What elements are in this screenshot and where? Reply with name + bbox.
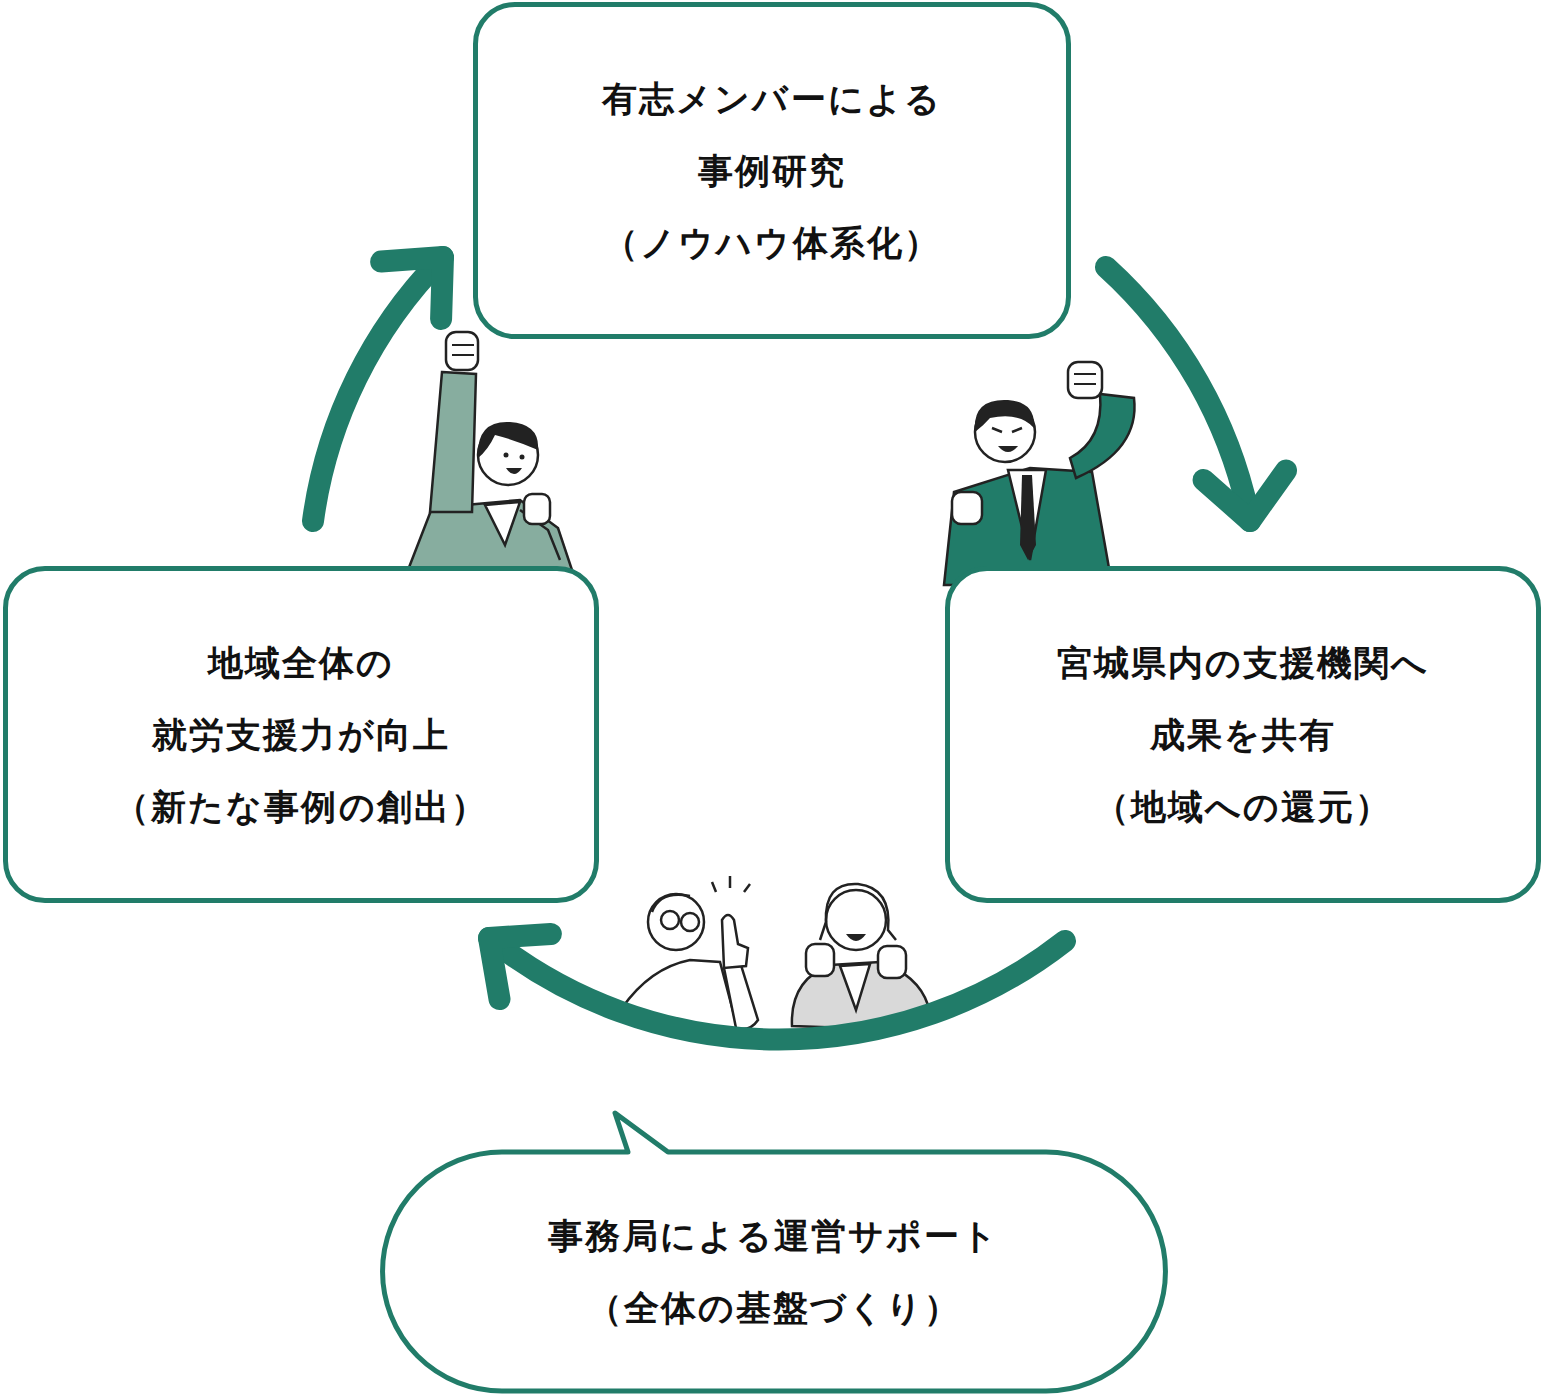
woman-eye <box>520 455 525 460</box>
text-area: 有志メンバーによる 事例研究（ノウハウ体系化） <box>478 7 1066 334</box>
bubble-shape <box>383 1113 1166 1391</box>
man-brows <box>992 428 1022 432</box>
oldman-figure <box>622 876 758 1030</box>
oldman-head <box>648 894 704 950</box>
cycle-arrow <box>1106 267 1286 521</box>
woman2-hair <box>820 884 896 940</box>
arrow-arc <box>313 257 443 521</box>
node-subtext: （ノウハウ体系化） <box>603 207 941 279</box>
cycle-arrow <box>489 934 1065 1040</box>
woman2-fist <box>806 944 834 976</box>
node-subtext: （新たな事例の創出） <box>114 771 488 843</box>
woman-figure <box>408 332 572 570</box>
woman2-figure <box>792 884 928 1030</box>
man-figure <box>944 362 1135 585</box>
man-raised-arm <box>1070 394 1135 478</box>
man-hair <box>975 400 1034 432</box>
oldman-body <box>622 960 738 1030</box>
oldman-pointing-hand <box>722 915 748 968</box>
node-text: 有志メンバーによる 事例研究 <box>597 63 947 207</box>
woman2-head <box>826 890 886 950</box>
process-box: 地域全体の 就労支援力が向上（新たな事例の創出） <box>3 566 599 903</box>
woman-fist-small <box>524 494 550 524</box>
text-area: 事務局による運営サポート（全体の基盤づくり） <box>378 1152 1170 1391</box>
text-area: 地域全体の 就労支援力が向上（新たな事例の創出） <box>8 571 594 898</box>
woman-fist-lines <box>452 345 474 355</box>
idea-marks <box>712 876 750 892</box>
cycle-arrow <box>313 257 443 521</box>
man-mouth <box>998 446 1018 452</box>
man-fist <box>1068 362 1102 398</box>
man-fist-small <box>952 492 982 524</box>
speech-bubble: 事務局による運営サポート（全体の基盤づくり） <box>378 1110 1170 1396</box>
arrow-arc <box>489 938 1065 1040</box>
arrow-head <box>381 257 443 319</box>
man-fist-lines <box>1074 374 1096 384</box>
woman-raised-arm <box>430 372 476 512</box>
oldman-glasses <box>661 911 679 929</box>
arrow-arc <box>1106 267 1250 521</box>
man-tie <box>1020 475 1036 560</box>
node-text: 地域全体の 就労支援力が向上 <box>126 627 476 771</box>
node-subtext: （全体の基盤づくり） <box>587 1272 962 1344</box>
woman-mouth <box>506 468 522 474</box>
oldman-arm <box>724 962 758 1029</box>
oldman-hair <box>652 895 690 912</box>
text-area: 宮城県内の支援機関へ 成果を共有（地域への還元） <box>950 571 1536 898</box>
woman2-mouth <box>846 934 866 941</box>
process-box: 宮城県内の支援機関へ 成果を共有（地域への還元） <box>945 566 1541 903</box>
node-text: 宮城県内の支援機関へ 成果を共有 <box>1051 627 1436 771</box>
woman-hair <box>478 422 538 458</box>
arrow-head <box>489 934 551 999</box>
arrow-head <box>1204 471 1286 521</box>
man-shirt <box>1008 470 1046 560</box>
oldman-glasses <box>681 913 699 931</box>
woman-collar <box>485 502 520 545</box>
woman-eye <box>504 453 509 458</box>
node-subtext: （地域への還元） <box>1094 771 1393 843</box>
process-box: 有志メンバーによる 事例研究（ノウハウ体系化） <box>473 2 1071 339</box>
woman2-collar <box>840 964 870 1010</box>
node-text: 事務局による運営サポート <box>548 1200 999 1272</box>
woman2-fist <box>878 946 906 978</box>
woman-fist <box>446 332 478 370</box>
